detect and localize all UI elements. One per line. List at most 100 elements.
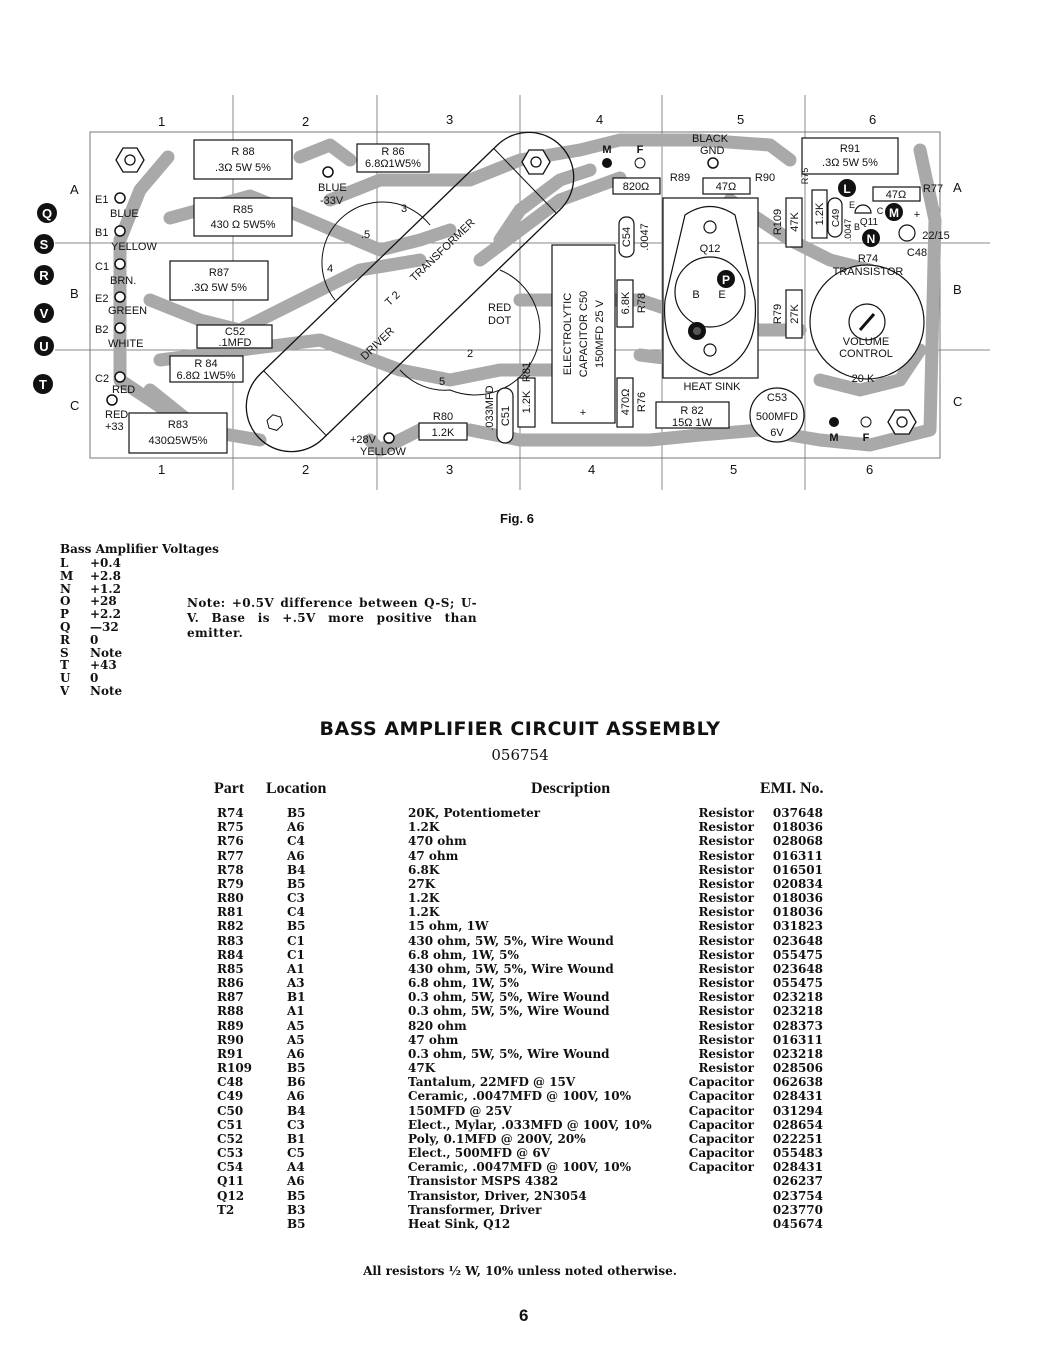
description-cell: Elect., 500MFD @ 6V bbox=[408, 1146, 550, 1161]
location-cell: A6 bbox=[287, 1174, 305, 1189]
q12-mount-hole bbox=[703, 220, 717, 234]
wire-minus33v-label: -33V bbox=[320, 195, 344, 207]
row-label-b: B bbox=[70, 286, 79, 301]
col-label-6-bottom: 6 bbox=[866, 462, 873, 477]
location-cell: B6 bbox=[287, 1075, 306, 1090]
location-cell: A3 bbox=[287, 976, 305, 991]
c54-name: C54 bbox=[621, 227, 633, 247]
description-cell: Transformer, Driver bbox=[408, 1202, 542, 1217]
r87-name: R87 bbox=[209, 267, 229, 279]
resistor-r82 bbox=[655, 401, 730, 429]
type-cell: Resistor bbox=[698, 876, 754, 891]
r74-volume-label: VOLUME bbox=[843, 336, 889, 348]
r82-value: 15Ω 1W bbox=[672, 417, 713, 429]
emi-number-cell: 016311 bbox=[772, 1032, 823, 1047]
c51-value: .033MFD bbox=[484, 385, 496, 430]
t2-pin-3: 3 bbox=[401, 203, 407, 215]
part-cell: T2 bbox=[217, 1202, 235, 1217]
wire-color-white: WHITE bbox=[108, 338, 143, 350]
component-labels: R 88 .3Ω 5W 5% R 86 6.8Ω1W5% R85 430 Ω 5… bbox=[149, 143, 950, 447]
pad-e2-label: E2 bbox=[95, 293, 108, 305]
type-cell: Resistor bbox=[698, 862, 754, 877]
col-label-1: 1 bbox=[158, 114, 165, 129]
voltage-value: +2.8 bbox=[90, 568, 121, 583]
part-cell: C53 bbox=[217, 1146, 244, 1161]
col-label-3-bottom: 3 bbox=[446, 462, 453, 477]
r78-value: 6.8K bbox=[620, 291, 632, 314]
red-dot-label-2: DOT bbox=[488, 315, 512, 327]
q11-emitter: E bbox=[849, 200, 855, 210]
footnote: All resistors ½ W, 10% unless noted othe… bbox=[363, 1264, 677, 1278]
c50-label-2: CAPACITOR C50 bbox=[578, 291, 590, 377]
part-cell: C52 bbox=[217, 1131, 244, 1146]
part-cell: R76 bbox=[217, 834, 244, 849]
location-cell: C1 bbox=[287, 947, 305, 962]
type-cell: Resistor bbox=[698, 1046, 754, 1061]
c53-voltage: 6V bbox=[770, 427, 784, 439]
type-cell: Resistor bbox=[698, 990, 754, 1005]
emi-number-cell: 023648 bbox=[772, 933, 823, 948]
part-cell: R77 bbox=[217, 848, 244, 863]
col-label-3: 3 bbox=[446, 112, 453, 127]
type-cell: Capacitor bbox=[688, 1160, 754, 1175]
capacitor-c54 bbox=[618, 216, 635, 258]
part-cell: R82 bbox=[217, 919, 244, 934]
r75-value: 1.2K bbox=[814, 202, 826, 225]
part-cell: R89 bbox=[217, 1018, 244, 1033]
location-cell: B5 bbox=[287, 1061, 306, 1076]
part-cell: R81 bbox=[217, 905, 244, 920]
voltage-row: O+28 bbox=[60, 595, 117, 608]
c49-value: .0047 bbox=[843, 219, 853, 242]
test-point-q: Q bbox=[42, 206, 52, 221]
location-cell: A1 bbox=[287, 961, 305, 976]
location-cell: A5 bbox=[287, 1018, 305, 1033]
c54-value: .0047 bbox=[639, 223, 651, 251]
emi-number-cell: 037648 bbox=[772, 806, 823, 820]
part-cell: R78 bbox=[217, 862, 244, 877]
location-cell: B4 bbox=[287, 1103, 306, 1118]
pad-e1-label: E1 bbox=[95, 194, 108, 206]
heat-sink-label: HEAT SINK bbox=[683, 381, 741, 393]
location-cell: B5 bbox=[287, 1216, 306, 1231]
t2-pin-4: 4 bbox=[327, 263, 333, 275]
type-cell: Resistor bbox=[698, 905, 754, 920]
type-cell: Resistor bbox=[698, 1018, 754, 1033]
left-test-points: Q S R V U T bbox=[33, 203, 57, 394]
description-cell: 470 ohm bbox=[408, 834, 467, 849]
description-cell: 150MFD @ 25V bbox=[408, 1103, 512, 1118]
type-cell: Capacitor bbox=[688, 1103, 754, 1118]
col-label-5-bottom: 5 bbox=[730, 462, 737, 477]
q11-collector: C bbox=[877, 206, 884, 216]
part-cell: R84 bbox=[217, 947, 244, 962]
part-cell: C48 bbox=[217, 1075, 244, 1090]
location-cell: B5 bbox=[287, 1188, 306, 1203]
resistor-r86 bbox=[356, 143, 430, 173]
voltage-value: +1.2 bbox=[90, 581, 121, 596]
c52-name: C52 bbox=[225, 326, 245, 338]
emi-number-cell: 018036 bbox=[772, 905, 823, 920]
type-cell: Capacitor bbox=[688, 1089, 754, 1104]
r91-name: R91 bbox=[840, 143, 860, 155]
r80-value: 1.2K bbox=[432, 427, 455, 439]
type-cell: Resistor bbox=[698, 806, 754, 820]
description-cell: 430 ohm, 5W, 5%, Wire Wound bbox=[408, 961, 614, 976]
voltage-value: +28 bbox=[90, 594, 117, 609]
emi-number-cell: 023218 bbox=[772, 990, 823, 1005]
r85-name: R85 bbox=[233, 204, 253, 216]
r77-name: R77 bbox=[923, 183, 943, 195]
c49-name: C49 bbox=[831, 208, 842, 227]
r90-name: R90 bbox=[755, 172, 775, 184]
description-cell: 47K bbox=[408, 1061, 436, 1076]
emi-number-cell: 028506 bbox=[772, 1061, 823, 1076]
location-cell: A6 bbox=[287, 1046, 305, 1061]
resistor-r109 bbox=[785, 197, 803, 248]
